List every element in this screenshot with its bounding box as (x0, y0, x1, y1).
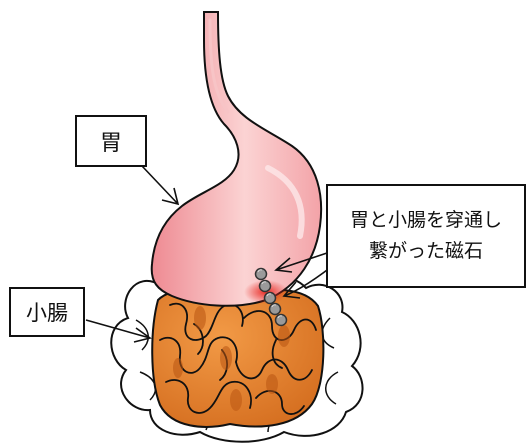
small-intestine-label: 小腸 (9, 287, 85, 337)
arrow-stomach (142, 166, 178, 204)
magnet-label-line1: 胃と小腸を穿通し (350, 205, 502, 236)
stomach-label-text: 胃 (100, 125, 122, 157)
magnet-label: 胃と小腸を穿通し 繋がった磁石 (326, 184, 526, 288)
stomach (152, 12, 321, 306)
stomach-label: 胃 (75, 115, 147, 167)
small-intestine-label-text: 小腸 (26, 297, 68, 327)
magnet-label-line2: 繋がった磁石 (369, 236, 483, 267)
